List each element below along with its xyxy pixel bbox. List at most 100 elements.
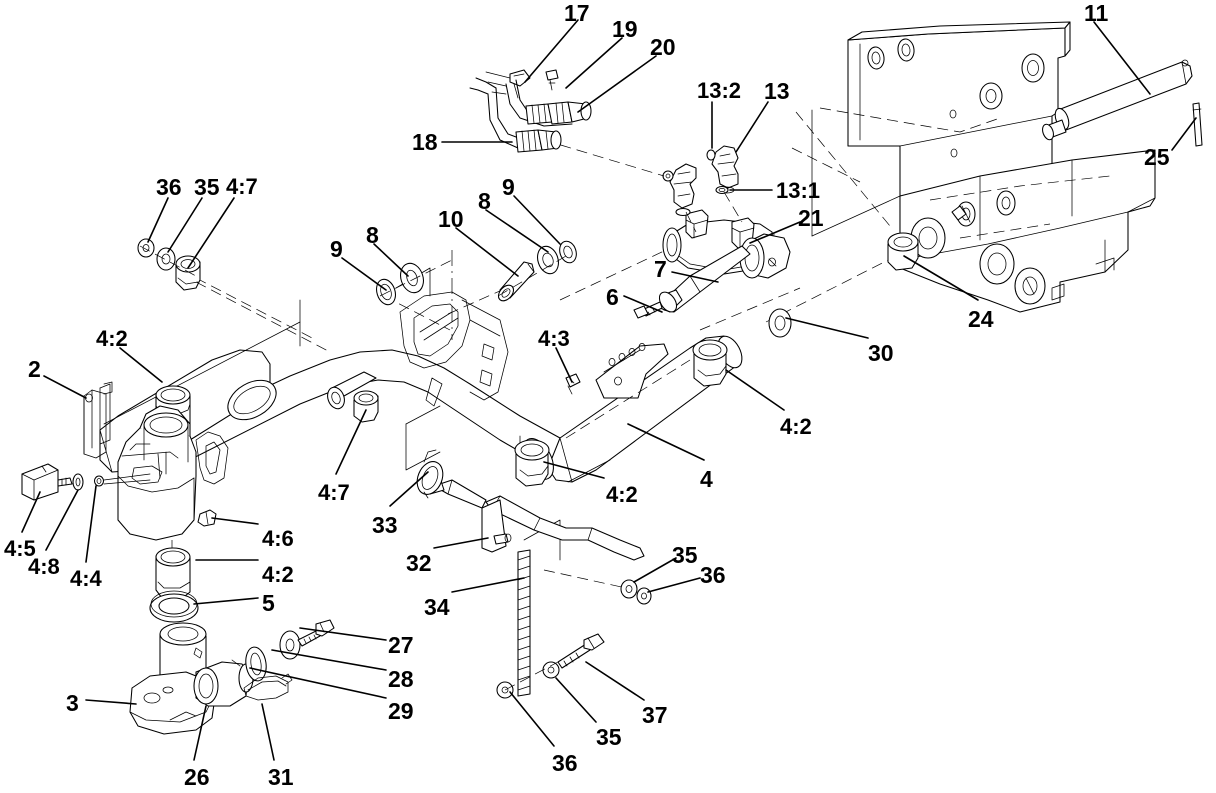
- bearing-4-7-topleft: [175, 255, 201, 291]
- hose-assembly-group: [469, 69, 592, 153]
- pin-shaft-11: [1042, 59, 1193, 141]
- callout-label-35: 35: [596, 724, 622, 750]
- callout-label-4-2: 4:2: [780, 414, 812, 439]
- leader-line-8: [485, 209, 549, 253]
- leader-line-3: [85, 699, 137, 705]
- leader-line-13: [735, 101, 769, 153]
- callout-label-4-4: 4:4: [70, 566, 102, 591]
- leader-line-27: [299, 627, 387, 641]
- callout-label-33: 33: [372, 512, 398, 538]
- leader-line-4: [627, 423, 705, 461]
- phantom-construction-lines: [103, 109, 901, 561]
- nut-36-topleft: [137, 238, 155, 258]
- callout-label-9: 9: [330, 236, 343, 262]
- leader-line-4-6: [211, 517, 259, 525]
- callout-label-6: 6: [606, 284, 619, 310]
- callout-label-4-6: 4:6: [262, 526, 294, 551]
- callout-label-36: 36: [700, 562, 726, 588]
- callout-label-4-2: 4:2: [96, 326, 128, 351]
- callout-label-10: 10: [438, 206, 464, 232]
- bolt-27: [297, 619, 335, 647]
- callout-label-13-1: 13:1: [776, 178, 821, 203]
- callout-label-34: 34: [424, 594, 450, 620]
- callout-leader-lines: [21, 19, 1197, 761]
- bearing-9-left: [376, 278, 396, 306]
- callout-label-13-2: 13:2: [697, 78, 742, 103]
- callout-label-17: 17: [564, 0, 590, 26]
- leader-line-4-2: [119, 347, 163, 383]
- bushing-4-2-mid: [514, 439, 550, 487]
- leader-line-10: [455, 227, 519, 277]
- leader-line-8: [373, 243, 409, 277]
- callout-label-7: 7: [654, 256, 667, 282]
- steering-spindle-group: [129, 619, 335, 735]
- leader-line-21: [749, 221, 801, 244]
- callout-label-32: 32: [406, 550, 432, 576]
- leader-line-4-3: [555, 347, 573, 383]
- leader-line-17: [524, 19, 579, 83]
- callout-label-21: 21: [798, 205, 824, 231]
- hardware-stack-top-left: [137, 238, 331, 353]
- spacer-10: [497, 261, 535, 302]
- callout-label-5: 5: [262, 590, 275, 616]
- leader-line-32: [433, 537, 489, 549]
- callout-label-20: 20: [650, 34, 676, 60]
- leader-line-30: [785, 317, 869, 339]
- callout-label-18: 18: [412, 129, 438, 155]
- callout-label-26: 26: [184, 764, 210, 790]
- callout-label-37: 37: [642, 702, 668, 728]
- callout-label-3: 3: [66, 690, 79, 716]
- callout-label-4: 4: [700, 466, 713, 492]
- washer-8-right: [537, 245, 559, 275]
- nut-36-upper: [636, 587, 652, 605]
- callout-label-4-2: 4:2: [606, 482, 638, 507]
- callout-label-9: 9: [502, 174, 515, 200]
- callout-label-4-3: 4:3: [538, 326, 570, 351]
- callout-label-25: 25: [1144, 144, 1170, 170]
- spindle-housing-group: [21, 381, 217, 623]
- seal-5: [149, 590, 199, 623]
- leader-line-31: [261, 703, 275, 761]
- leader-line-19: [565, 37, 623, 89]
- leader-line-7: [671, 271, 719, 283]
- leader-line-28: [271, 649, 387, 671]
- leader-line-24: [903, 255, 979, 301]
- bolt-37: [557, 633, 605, 669]
- clip-bracket-2: [83, 381, 113, 459]
- washer-35-topleft: [156, 247, 176, 271]
- leader-line-29: [249, 667, 387, 699]
- leader-line-37: [585, 661, 645, 701]
- callout-label-28: 28: [388, 666, 414, 692]
- tie-rod-group: [416, 449, 652, 699]
- leader-line-36: [647, 577, 701, 593]
- callout-label-8: 8: [478, 188, 491, 214]
- callout-label-35: 35: [672, 542, 698, 568]
- grease-fitting-group: [21, 463, 151, 501]
- callout-label-36: 36: [552, 750, 578, 776]
- roll-pin-25: [1192, 102, 1203, 147]
- leader-line-20: [577, 55, 657, 113]
- callout-label-4-5: 4:5: [4, 536, 36, 561]
- bushing-stack-right: [497, 240, 577, 302]
- callout-label-13: 13: [764, 78, 790, 104]
- bushing-24: [887, 232, 919, 271]
- leader-line-36: [509, 691, 555, 747]
- leader-line-4-2: [543, 461, 605, 479]
- leader-line-36: [147, 197, 169, 243]
- leader-line-2: [43, 375, 87, 399]
- leader-line-4-7: [335, 409, 367, 475]
- leader-line-25: [1171, 117, 1197, 151]
- leader-line-26: [193, 705, 207, 761]
- threaded-rod-34: [517, 549, 531, 697]
- callout-label-30: 30: [868, 340, 894, 366]
- leader-line-33: [389, 471, 429, 507]
- leader-line-9: [513, 195, 561, 245]
- callout-label-24: 24: [968, 306, 994, 332]
- clamp-33: [416, 449, 444, 499]
- callout-label-4-7: 4:7: [318, 480, 350, 505]
- bearing-4-7-mid: [353, 390, 379, 423]
- callout-label-36: 36: [156, 174, 182, 200]
- callout-label-31: 31: [268, 764, 294, 790]
- callout-label-35: 35: [194, 174, 220, 200]
